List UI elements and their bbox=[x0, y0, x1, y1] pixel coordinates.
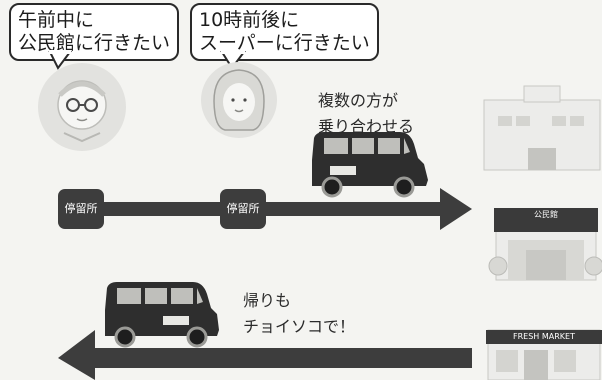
bus-stop-1: 停留所 bbox=[58, 189, 104, 229]
shared-taxi-return bbox=[105, 282, 219, 348]
ride-share-caption: 複数の方が 乗り合わせる bbox=[318, 88, 414, 140]
community-hall-sign: 公民館 bbox=[494, 208, 598, 222]
clinic-building-icon bbox=[483, 85, 601, 171]
woman-icon bbox=[201, 62, 277, 138]
bubble-line-2: 公民館に行きたい bbox=[18, 32, 171, 54]
bubble-line-1: 午前中に bbox=[18, 9, 95, 31]
outbound-route-arrow bbox=[84, 188, 472, 230]
caption-line-1: 帰りも bbox=[243, 291, 292, 310]
bubble-line-1: 10時前後に bbox=[199, 9, 300, 31]
bubble-line-2: スーパーに行きたい bbox=[199, 32, 370, 54]
elderly-man-icon bbox=[38, 63, 126, 151]
bubble-tails bbox=[48, 50, 246, 70]
caption-line-2: チョイソコで！ bbox=[243, 317, 356, 336]
community-hall-building-icon bbox=[488, 221, 602, 281]
shared-taxi-outbound bbox=[312, 132, 428, 198]
speech-bubble-community-hall: 午前中に 公民館に行きたい bbox=[9, 3, 180, 61]
bus-stop-2: 停留所 bbox=[220, 189, 266, 229]
return-route-arrow bbox=[58, 330, 472, 380]
supermarket-sign: FRESH MARKET bbox=[486, 330, 602, 344]
return-caption: 帰りも チョイソコで！ bbox=[243, 288, 355, 340]
caption-line-2: 乗り合わせる bbox=[318, 117, 415, 136]
caption-line-1: 複数の方が bbox=[318, 91, 399, 110]
